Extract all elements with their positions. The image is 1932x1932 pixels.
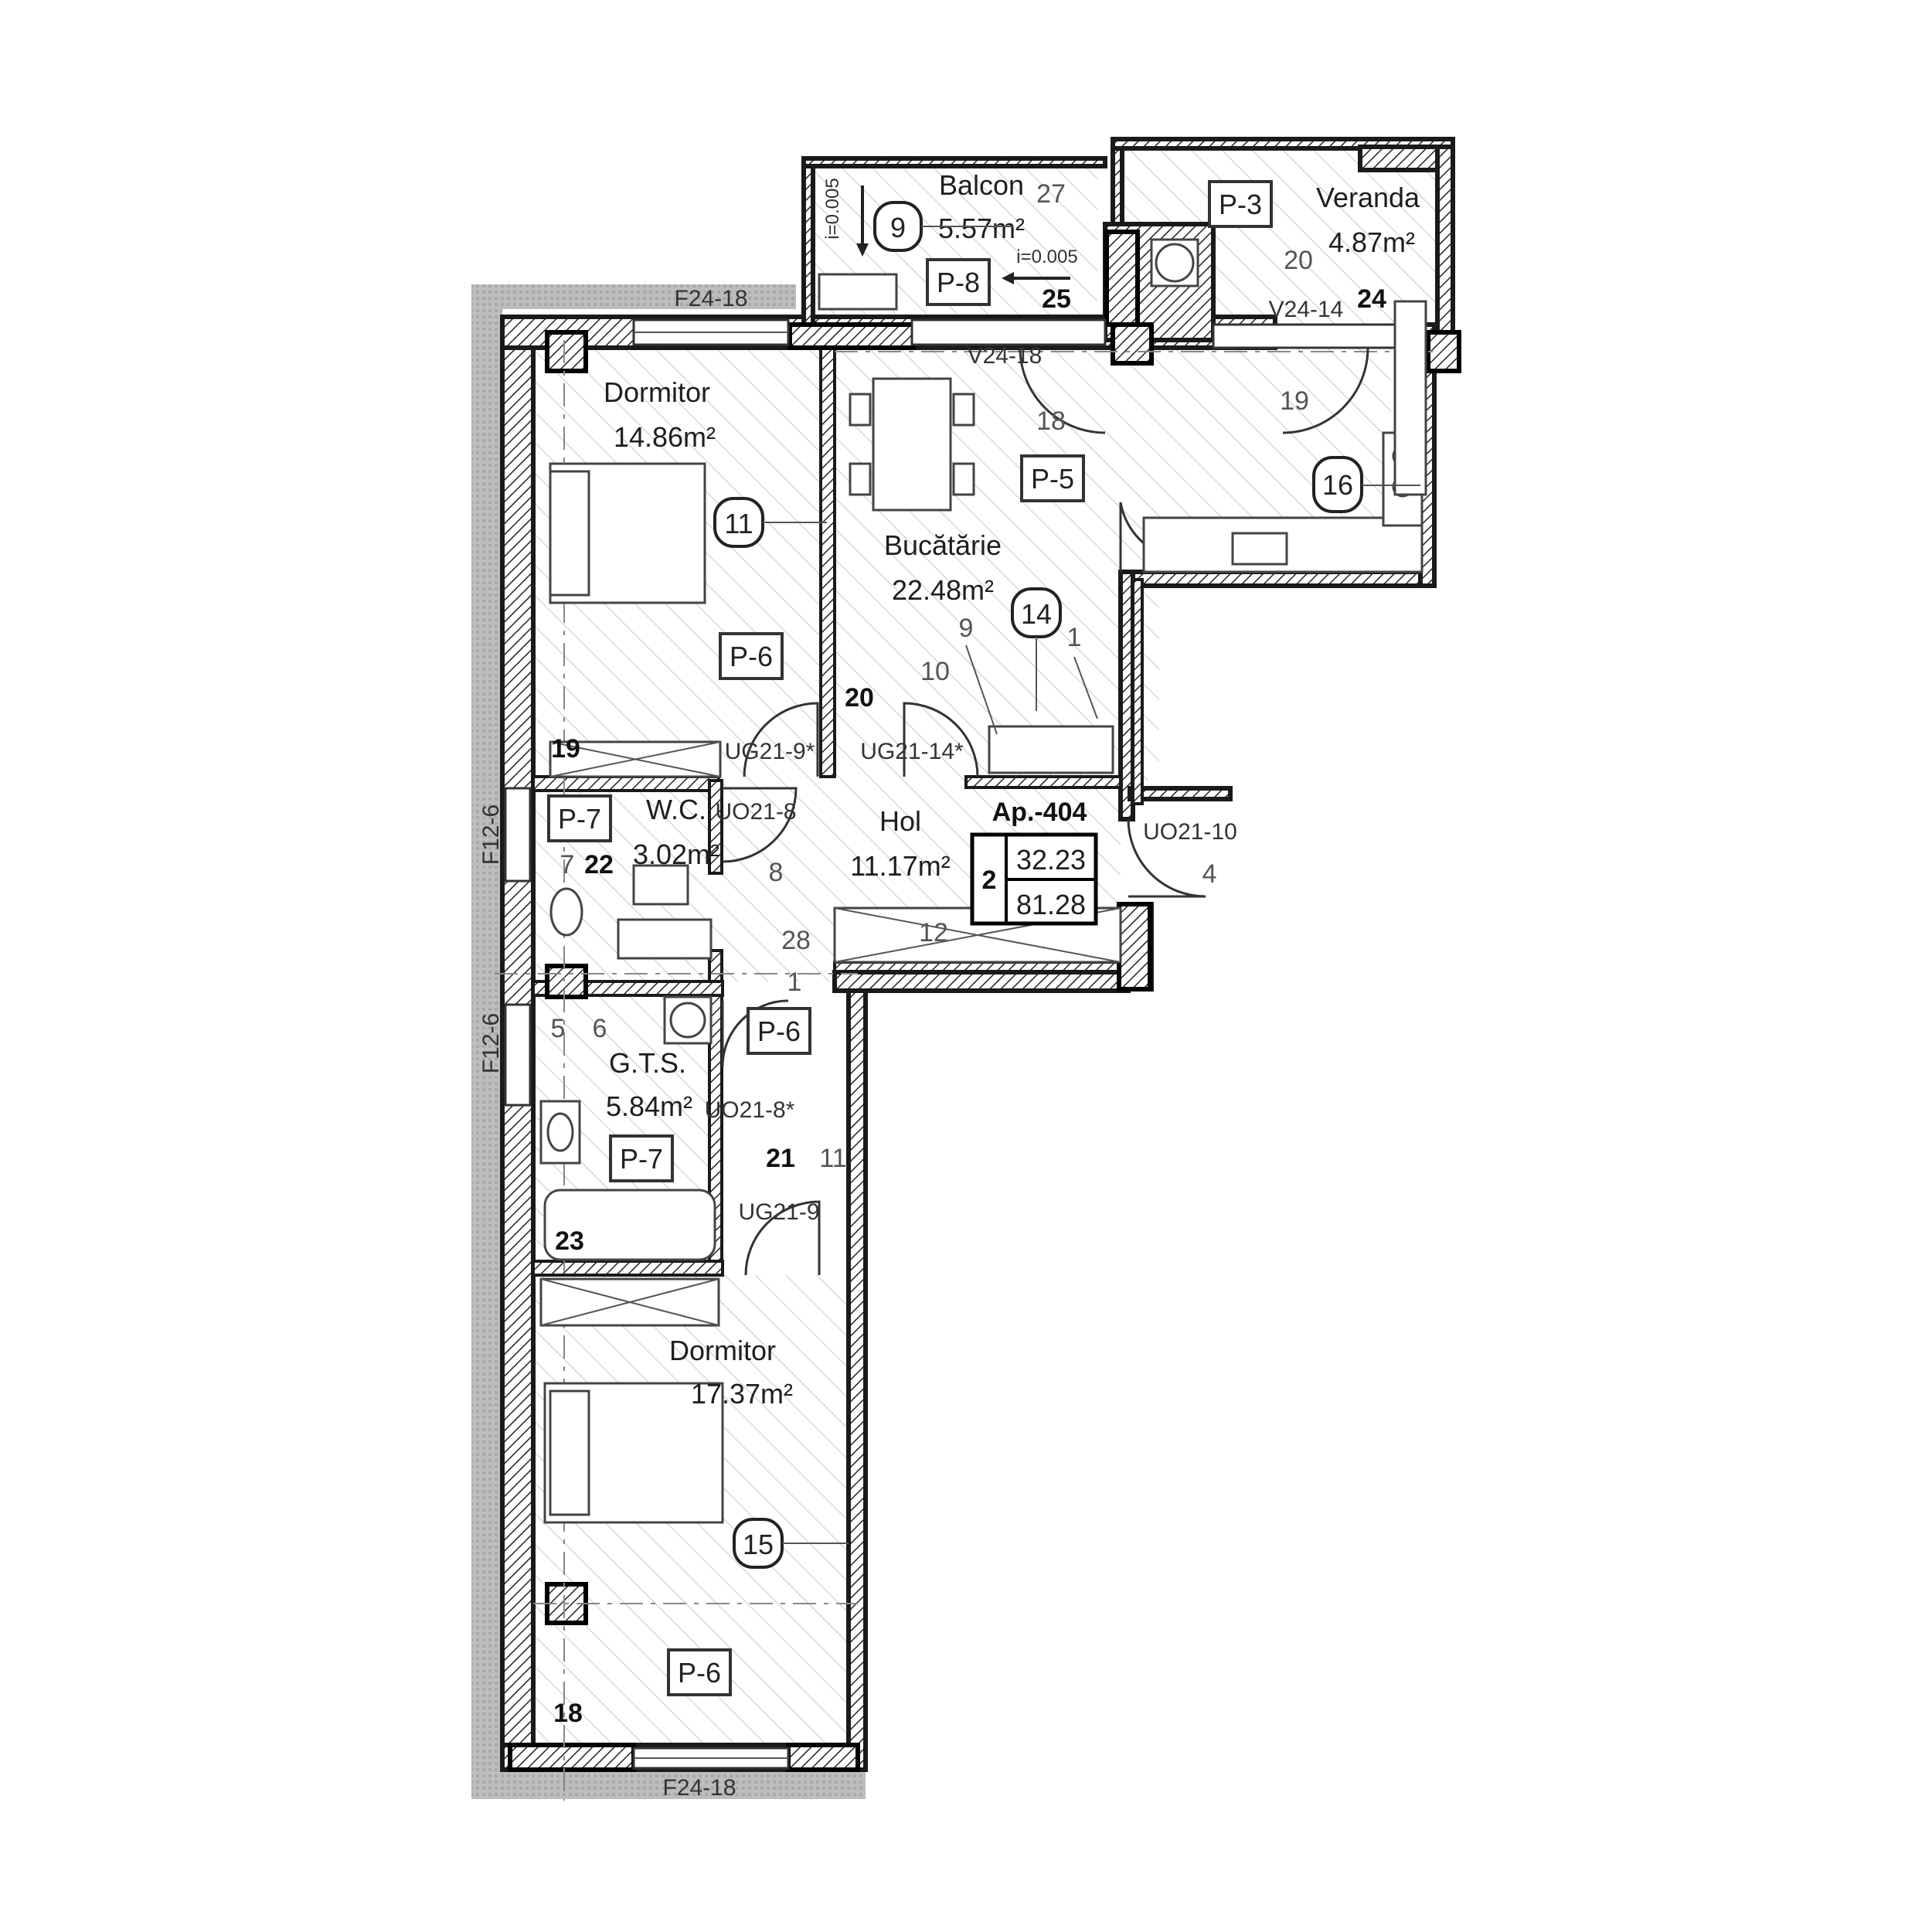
bedroom1-name: Dormitor bbox=[604, 376, 710, 408]
room-labels: Dormitor 14.86m² Bucătărie 22.48m² Balco… bbox=[604, 169, 1420, 1410]
dim-1-kitchen: 1 bbox=[1067, 623, 1082, 652]
dim-9: 9 bbox=[959, 614, 974, 643]
dim-7: 7 bbox=[560, 850, 575, 879]
dim-6: 6 bbox=[593, 1014, 607, 1043]
dining-table bbox=[872, 377, 952, 512]
door-code-kitchen: UG21-14* bbox=[860, 739, 964, 764]
apartment-code: Ap.-404 bbox=[992, 798, 1087, 827]
dim-28: 28 bbox=[781, 926, 811, 955]
dim-8: 8 bbox=[769, 858, 784, 887]
circled-numbers: 9 11 14 15 16 bbox=[713, 201, 1363, 1569]
bedroom2-area: 17.37m² bbox=[691, 1378, 793, 1410]
bathroom-name: G.T.S. bbox=[609, 1047, 686, 1079]
bathroom-area: 5.84m² bbox=[606, 1090, 692, 1122]
dim-18: 18 bbox=[1036, 406, 1066, 436]
toilet bbox=[549, 887, 583, 937]
window-code-bottom: F24-18 bbox=[662, 1775, 736, 1801]
tag-p5: P-5 bbox=[1031, 463, 1074, 495]
bedroom2-name: Dormitor bbox=[669, 1335, 776, 1366]
dim-20: 20 bbox=[1284, 246, 1313, 275]
dim-27: 27 bbox=[1036, 179, 1066, 209]
apartment-info: Ap.-404 2 32.23 81.28 bbox=[970, 798, 1098, 926]
bathtub bbox=[543, 1189, 716, 1261]
balcony-name: Balcon bbox=[939, 169, 1024, 201]
tag-p3: P-3 bbox=[1219, 189, 1262, 220]
label-21: 21 bbox=[766, 1144, 795, 1173]
bedroom1-area: 14.86m² bbox=[614, 421, 716, 453]
label-20: 20 bbox=[845, 683, 874, 713]
walls bbox=[500, 137, 1461, 1772]
bold-numbers: 18 19 20 21 22 23 24 25 bbox=[551, 284, 1386, 1728]
leader-lines bbox=[763, 226, 1420, 1544]
kitchen-name: Bucătărie bbox=[884, 529, 1002, 561]
axis-lines bbox=[495, 340, 1437, 1801]
door-code-wc: UO21-8 bbox=[715, 799, 796, 825]
dim-19: 19 bbox=[1280, 386, 1309, 416]
dim-1-hall: 1 bbox=[787, 968, 802, 997]
hall-area: 11.17m² bbox=[850, 850, 950, 882]
balcony-area: 5.57m² bbox=[938, 213, 1025, 244]
dim-5: 5 bbox=[551, 1014, 566, 1043]
window-code-top: F24-18 bbox=[674, 286, 747, 311]
wc-sink bbox=[632, 864, 689, 906]
circle-11: 11 bbox=[724, 508, 753, 539]
tag-p7-wc: P-7 bbox=[558, 803, 601, 835]
label-22: 22 bbox=[584, 850, 614, 879]
wc-area: 3.02m² bbox=[633, 838, 719, 870]
label-19: 19 bbox=[551, 734, 580, 764]
apartment-area-total: 81.28 bbox=[1016, 889, 1086, 920]
door-code-bedroom2: UG21-9 bbox=[738, 1199, 819, 1225]
slope-vertical: i=0.005 bbox=[822, 178, 843, 239]
window-codes: F24-18 F24-18 F12-6 F12-6 V24-18 V24-14 bbox=[478, 286, 1343, 1801]
circle-16: 16 bbox=[1322, 469, 1353, 501]
furniture bbox=[539, 238, 1427, 1524]
window-code-veranda: V24-14 bbox=[1269, 297, 1344, 322]
window-code-kitchen: V24-18 bbox=[968, 343, 1043, 369]
door-codes: UG21-9* UG21-14* UO21-8 UO21-8* UG21-9 U… bbox=[705, 739, 1237, 1225]
tag-p6-bedroom1: P-6 bbox=[730, 641, 773, 672]
label-25: 25 bbox=[1042, 284, 1071, 314]
slope-labels: i=0.005 i=0.005 bbox=[822, 178, 1078, 284]
circle-14: 14 bbox=[1021, 598, 1052, 630]
dimension-numbers: 27 20 18 19 9 10 1 7 8 28 12 1 5 6 11 4 bbox=[551, 179, 1313, 1173]
apartment-area-useful: 32.23 bbox=[1016, 844, 1086, 876]
window-code-bath: F12-6 bbox=[478, 1013, 504, 1073]
slope-horizontal: i=0.005 bbox=[1016, 247, 1077, 267]
label-18: 18 bbox=[553, 1699, 583, 1728]
tag-p6-bedroom2: P-6 bbox=[678, 1657, 721, 1689]
tag-p7-bathroom: P-7 bbox=[620, 1143, 663, 1175]
hall-name: Hol bbox=[879, 805, 921, 837]
window-code-wc: F12-6 bbox=[478, 804, 504, 865]
door-code-bedroom1: UG21-9* bbox=[725, 739, 815, 764]
dim-10: 10 bbox=[920, 657, 950, 686]
windows bbox=[504, 318, 1416, 1770]
label-24: 24 bbox=[1357, 284, 1386, 314]
facade-strip bbox=[471, 284, 866, 1799]
dim-11: 11 bbox=[819, 1144, 846, 1173]
dim-4: 4 bbox=[1202, 859, 1217, 889]
door-code-entrance: UO21-10 bbox=[1143, 819, 1237, 845]
door-code-bath: UO21-8* bbox=[705, 1097, 795, 1123]
wc-name: W.C. bbox=[646, 794, 706, 825]
circle-15: 15 bbox=[743, 1529, 774, 1560]
circle-9: 9 bbox=[890, 212, 906, 243]
kitchen-area: 22.48m² bbox=[892, 574, 994, 606]
veranda-area: 4.87m² bbox=[1328, 226, 1415, 258]
dim-12: 12 bbox=[919, 918, 948, 947]
label-23: 23 bbox=[555, 1226, 584, 1256]
tag-p8: P-8 bbox=[937, 267, 980, 298]
tag-p6-hall: P-6 bbox=[757, 1015, 801, 1047]
apartment-rooms: 2 bbox=[982, 866, 997, 895]
finish-tags: P-3 P-5 P-6 P-6 P-6 P-7 P-7 P-8 bbox=[547, 180, 1273, 1696]
veranda-name: Veranda bbox=[1316, 182, 1420, 213]
